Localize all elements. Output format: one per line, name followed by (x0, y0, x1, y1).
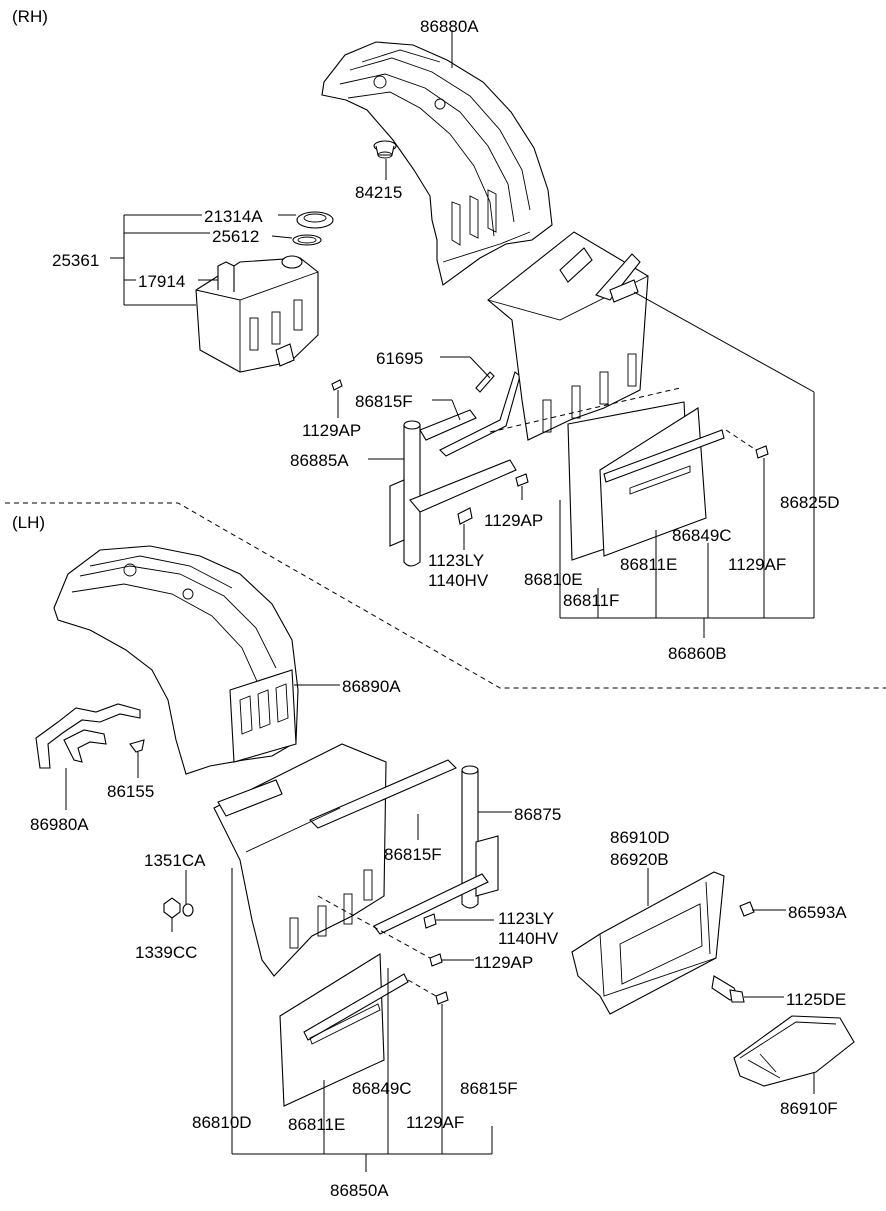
label-86811F: 86811F (563, 591, 619, 610)
rh-screw-1129AP-b (515, 473, 529, 500)
rh-washer-reservoir (195, 257, 319, 373)
label-86885A: 86885A (290, 451, 349, 470)
lh-fender-liner (53, 545, 299, 775)
rh-mud-guard-86825D (487, 231, 681, 441)
lh-screw-1129AF (407, 979, 449, 1005)
label-1123LY-lh: 1123LY (498, 909, 554, 928)
label-21314A: 21314A (204, 207, 263, 226)
label-1339CC: 1339CC (135, 943, 197, 962)
label-1129AF-lh: 1129AF (406, 1113, 464, 1132)
label-86850A: 86850A (330, 1181, 389, 1200)
label-86980A: 86980A (30, 815, 89, 834)
label-86825D: 86825D (780, 493, 840, 512)
label-1129AP-a: 1129AP (302, 421, 361, 440)
label-1129AP-lh: 1129AP (474, 953, 533, 972)
label-86815F-lh: 86815F (384, 845, 442, 864)
lh-cover-86910F (733, 1015, 855, 1087)
rh-strip-61695 (475, 371, 495, 393)
label-25612: 25612 (212, 227, 259, 246)
label-86811E-lh: 86811E (288, 1115, 345, 1134)
lh-clip-86593A (739, 901, 755, 917)
label-86910F: 86910F (780, 1099, 838, 1118)
label-61695: 61695 (376, 349, 423, 368)
label-86810E: 86810E (524, 570, 583, 589)
lh-clip-1351CA (182, 903, 194, 917)
rh-cap-21314A (296, 211, 334, 229)
rh-mud-flap-86810E (567, 401, 725, 561)
rh-seal-25612 (292, 234, 322, 246)
lh-bolt-1125DE (711, 975, 745, 1003)
label-25361: 25361 (52, 251, 99, 270)
rh-pipe-86885A (389, 420, 517, 567)
label-86811E-rh: 86811E (620, 555, 677, 574)
label-1129AF-rh: 1129AF (728, 555, 786, 574)
rh-bolt-1123LY (457, 507, 473, 540)
label-86593A: 86593A (788, 903, 847, 922)
label-86890A: 86890A (342, 677, 401, 696)
label-86849C-rh: 86849C (672, 526, 732, 545)
lh-mud-guard-panel (213, 743, 457, 977)
lh-clip-86155 (129, 739, 145, 766)
lh-mud-flap (279, 953, 409, 1107)
label-1125DE: 1125DE (786, 990, 846, 1009)
label-1129AP-b: 1129AP (484, 511, 543, 530)
label-86815F-rh: 86815F (355, 392, 413, 411)
rh-bracket-86815F (419, 371, 521, 457)
label-84215: 84215 (355, 183, 402, 202)
label-1351CA: 1351CA (144, 851, 206, 870)
rh-screw-1129AF (725, 429, 769, 459)
lh-nut-1339CC (163, 897, 181, 919)
label-86860B: 86860B (668, 644, 727, 663)
lh-pipe-86875 (373, 765, 499, 935)
lh-bolt-1123LY (423, 913, 494, 929)
rh-screw-1129AP (331, 379, 343, 404)
label-1123LY-rh: 1123LY (428, 551, 484, 570)
lh-step-cover-86910D (571, 871, 725, 1015)
label-1140HV-rh: 1140HV (428, 571, 489, 590)
rh-grommet-84215 (373, 140, 397, 159)
section-label-rh: (RH) (12, 7, 48, 26)
label-1140HV-lh: 1140HV (498, 929, 559, 948)
label-86920B: 86920B (610, 850, 669, 869)
label-17914: 17914 (138, 272, 185, 291)
rh-reservoir-cap (281, 255, 303, 269)
lh-hose-86980A (35, 703, 141, 769)
label-86810D: 86810D (192, 1113, 252, 1132)
label-86880A: 86880A (420, 17, 479, 36)
label-86875: 86875 (514, 805, 561, 824)
section-label-lh: (LH) (12, 513, 45, 532)
lh-screw-1129AP (317, 895, 443, 967)
rh-fender-liner (321, 41, 553, 286)
label-86910D: 86910D (610, 828, 670, 847)
label-86815F-lh-b: 86815F (460, 1079, 518, 1098)
label-86155: 86155 (107, 782, 154, 801)
label-86849C-lh: 86849C (352, 1079, 412, 1098)
